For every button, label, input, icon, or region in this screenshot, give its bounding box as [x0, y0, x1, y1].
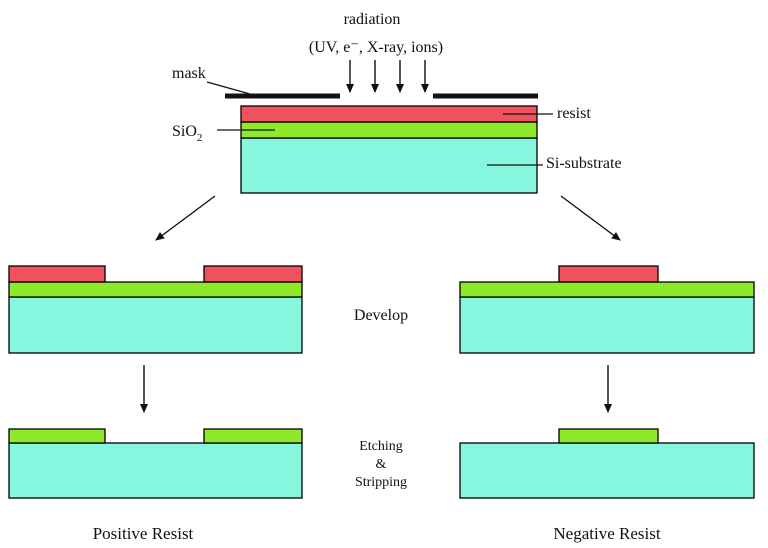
sio2-label-subscript: 2 — [197, 132, 203, 144]
positive-etch-oxide-left — [8, 428, 106, 444]
positive-develop-substrate — [8, 296, 303, 354]
resist-label: resist — [557, 105, 591, 122]
negative-etch-substrate — [459, 442, 755, 499]
negative-develop-substrate — [459, 296, 755, 354]
negative-resist-caption: Negative Resist — [553, 524, 660, 543]
positive-etch-substrate — [8, 442, 303, 499]
negative-develop-resist — [558, 265, 659, 283]
positive-develop-resist-left — [8, 265, 106, 283]
arrow-to-negative — [560, 195, 621, 241]
mask-label: mask — [172, 65, 206, 82]
positive-develop-resist-right — [203, 265, 303, 283]
negative-etch-oxide — [558, 428, 659, 444]
substrate-label: Si-substrate — [546, 155, 622, 172]
ampersand-label: & — [376, 457, 387, 472]
top-resist — [240, 105, 538, 123]
negative-develop-oxide — [459, 281, 755, 298]
develop-label: Develop — [354, 307, 408, 324]
etching-label: Etching — [359, 439, 403, 454]
stripping-label: Stripping — [355, 475, 407, 490]
mask-leader — [206, 81, 251, 95]
radiation-title: radiation — [344, 11, 401, 28]
sio2-label: SiO2 — [172, 123, 202, 144]
positive-resist-caption: Positive Resist — [93, 524, 194, 543]
positive-etch-oxide-right — [203, 428, 303, 444]
arrow-to-positive — [155, 195, 216, 241]
radiation-sources: (UV, e⁻, X-ray, ions) — [309, 39, 443, 56]
sio2-label-main: SiO — [172, 123, 197, 140]
positive-develop-oxide — [8, 281, 303, 298]
top-oxide — [240, 121, 538, 139]
